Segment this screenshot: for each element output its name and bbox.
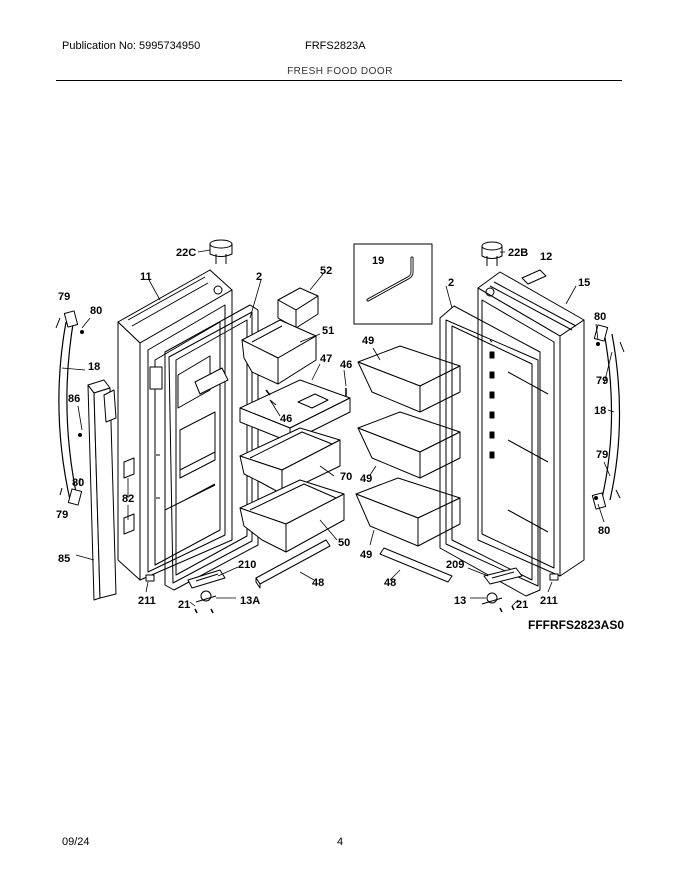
part-label: 209	[446, 559, 464, 571]
part-label: 18	[88, 361, 100, 373]
part-label: 211	[540, 595, 558, 607]
part-label: 48	[312, 577, 324, 589]
part-label: 86	[68, 393, 80, 405]
door-bin-50	[239, 479, 345, 553]
part-label: 12	[540, 251, 552, 263]
left-door-cap-22C	[209, 239, 233, 295]
door-bin-70	[239, 427, 341, 495]
part-label: 2	[256, 271, 262, 283]
part-label: 11	[140, 271, 152, 283]
part-label: 70	[340, 471, 352, 483]
part-label: 80	[598, 525, 610, 537]
part-label: 22B	[508, 247, 528, 259]
part-label: 50	[338, 537, 350, 549]
clip-46	[265, 388, 347, 396]
right-door-outer-panel	[477, 271, 585, 577]
part-label: 51	[322, 325, 334, 337]
dairy-bin-52	[277, 287, 319, 329]
part-labels: 22C 11 2 52 19 2 22B 12 15 79 80 80 51 4…	[56, 247, 610, 611]
left-door-gasket	[164, 304, 259, 591]
part-label: 80	[72, 477, 84, 489]
part-label: 79	[56, 509, 68, 521]
right-handle-18	[591, 324, 625, 510]
part-label: 13	[454, 595, 466, 607]
part-label: 22C	[176, 247, 196, 259]
section-title: FRESH FOOD DOOR	[287, 66, 393, 77]
left-door-outer-panel	[117, 269, 233, 581]
left-trim-85	[87, 379, 135, 601]
right-hinge-209	[481, 567, 559, 613]
part-label: 80	[594, 311, 606, 323]
part-label: 80	[90, 305, 102, 317]
part-label: 79	[596, 449, 608, 461]
trim-bar-48-right	[379, 547, 453, 583]
part-label: 18	[594, 405, 606, 417]
trim-bar-48-left	[255, 539, 331, 589]
diagram-reference-code: FFFRFS2823AS0	[528, 618, 625, 632]
tube-19-inset	[353, 243, 433, 325]
door-bins-49	[355, 345, 461, 547]
door-bin-51	[241, 319, 317, 385]
part-label: 19	[372, 255, 384, 267]
part-label: 21	[178, 599, 190, 611]
model-number: FRFS2823A	[305, 40, 366, 52]
part-label: 48	[384, 577, 396, 589]
part-label: 2	[448, 277, 454, 289]
part-label: 15	[578, 277, 590, 289]
part-label: 46	[280, 413, 292, 425]
right-door-shelf-supports	[489, 351, 495, 459]
part-label: 46	[340, 359, 352, 371]
left-handle-18	[55, 310, 84, 506]
header-rule	[56, 80, 622, 81]
part-label: 211	[138, 595, 156, 607]
footer-date: 09/24	[62, 836, 90, 848]
part-label: 21	[516, 599, 528, 611]
part-label: 85	[58, 553, 70, 565]
part-label: 13A	[240, 595, 260, 607]
part-label: 49	[360, 549, 372, 561]
right-door-gasket	[439, 305, 541, 597]
right-door-cap-22B	[481, 241, 503, 297]
publication-number: Publication No: 5995734950	[62, 40, 201, 52]
part-label: 52	[320, 265, 332, 277]
left-hinge-210	[145, 569, 226, 614]
page-number: 4	[337, 836, 344, 848]
part-label: 47	[320, 353, 332, 365]
part-label: 79	[596, 375, 608, 387]
part-label: 82	[122, 493, 134, 505]
part-label: 49	[360, 473, 372, 485]
leader-lines	[61, 249, 615, 607]
part-label: 49	[362, 335, 374, 347]
part-label: 79	[58, 291, 70, 303]
label-12	[521, 269, 547, 285]
part-label: 210	[238, 559, 256, 571]
